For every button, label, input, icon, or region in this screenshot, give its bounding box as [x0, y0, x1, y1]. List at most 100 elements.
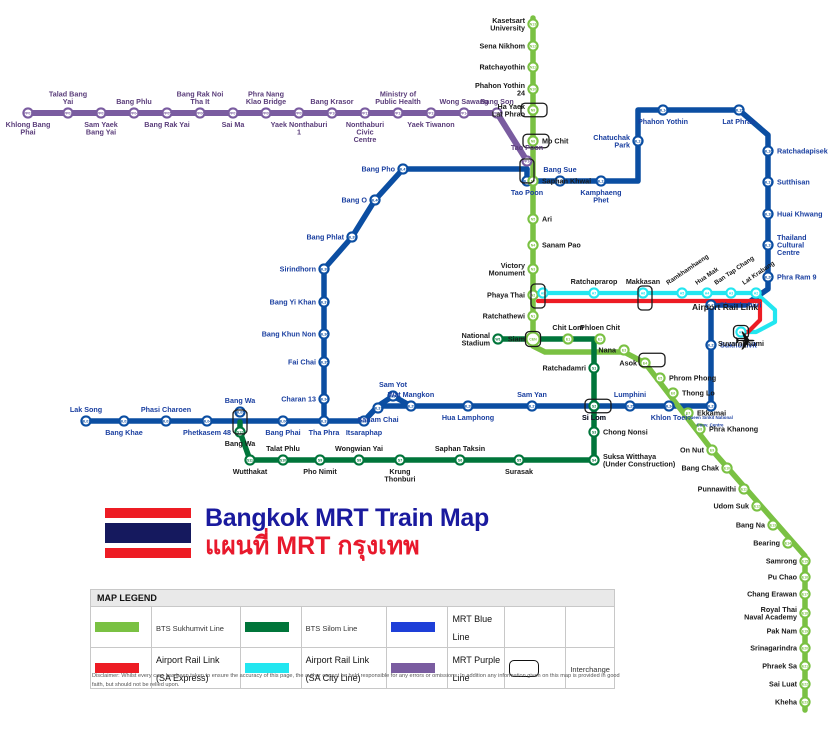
- station-dot[interactable]: [594, 333, 606, 345]
- station-dot[interactable]: [799, 660, 811, 672]
- station-dot[interactable]: [527, 61, 539, 73]
- station-dot[interactable]: [425, 107, 437, 119]
- station-dot[interactable]: [632, 135, 644, 147]
- interchange-box[interactable]: [520, 102, 548, 118]
- station-dot[interactable]: [346, 231, 358, 243]
- station-dot[interactable]: [799, 555, 811, 567]
- station-dot[interactable]: [118, 415, 130, 427]
- station-dot[interactable]: [701, 287, 713, 299]
- station-dot[interactable]: [799, 678, 811, 690]
- station-dot[interactable]: [161, 107, 173, 119]
- station-dot[interactable]: [527, 104, 539, 116]
- station-dot[interactable]: [318, 328, 330, 340]
- station-dot[interactable]: [682, 407, 694, 419]
- station-dot[interactable]: [767, 519, 779, 531]
- station-dot[interactable]: [244, 454, 256, 466]
- interchange-box[interactable]: [522, 133, 550, 149]
- station-dot[interactable]: [624, 400, 636, 412]
- station-dot[interactable]: [639, 357, 651, 369]
- station-dot[interactable]: [353, 454, 365, 466]
- station-dot[interactable]: [491, 107, 503, 119]
- station-dot[interactable]: [799, 571, 811, 583]
- station-dot[interactable]: [799, 607, 811, 619]
- station-dot[interactable]: [735, 326, 747, 338]
- station-dot[interactable]: [588, 287, 600, 299]
- station-dot[interactable]: [62, 107, 74, 119]
- station-dot[interactable]: [513, 454, 525, 466]
- station-dot[interactable]: [554, 175, 566, 187]
- station-dot[interactable]: [705, 299, 717, 311]
- station-dot[interactable]: [526, 400, 538, 412]
- station-dot[interactable]: [527, 239, 539, 251]
- station-dot[interactable]: [318, 356, 330, 368]
- station-dot[interactable]: [405, 400, 417, 412]
- station-dot[interactable]: [293, 107, 305, 119]
- station-dot[interactable]: [372, 402, 384, 414]
- station-dot[interactable]: [738, 483, 750, 495]
- station-dot[interactable]: [588, 362, 600, 374]
- interchange-box[interactable]: [732, 324, 750, 340]
- station-dot[interactable]: [394, 454, 406, 466]
- station-dot[interactable]: [260, 107, 272, 119]
- station-dot[interactable]: [527, 40, 539, 52]
- station-dot[interactable]: [705, 400, 717, 412]
- station-dot[interactable]: [527, 18, 539, 30]
- station-dot[interactable]: [80, 415, 92, 427]
- station-dot[interactable]: [527, 135, 539, 147]
- station-dot[interactable]: [277, 415, 289, 427]
- station-dot[interactable]: [562, 333, 574, 345]
- station-dot[interactable]: [676, 287, 688, 299]
- station-dot[interactable]: [492, 333, 504, 345]
- station-dot[interactable]: [751, 500, 763, 512]
- station-dot[interactable]: [525, 331, 541, 347]
- station-dot[interactable]: [762, 176, 774, 188]
- interchange-box[interactable]: [524, 330, 542, 348]
- station-dot[interactable]: [733, 104, 745, 116]
- station-dot[interactable]: [277, 454, 289, 466]
- station-dot[interactable]: [721, 462, 733, 474]
- station-dot[interactable]: [318, 415, 330, 427]
- station-dot[interactable]: [392, 107, 404, 119]
- station-dot[interactable]: [462, 400, 474, 412]
- station-dot[interactable]: [706, 444, 718, 456]
- station-dot[interactable]: [799, 696, 811, 708]
- interchange-box[interactable]: [530, 283, 546, 309]
- station-dot[interactable]: [799, 625, 811, 637]
- station-dot[interactable]: [762, 239, 774, 251]
- station-dot[interactable]: [657, 104, 669, 116]
- station-dot[interactable]: [454, 454, 466, 466]
- station-dot[interactable]: [369, 194, 381, 206]
- station-dot[interactable]: [458, 107, 470, 119]
- station-dot[interactable]: [527, 213, 539, 225]
- interchange-box[interactable]: [519, 158, 535, 184]
- station-dot[interactable]: [359, 107, 371, 119]
- interchange-box[interactable]: [637, 285, 653, 311]
- station-dot[interactable]: [201, 415, 213, 427]
- station-dot[interactable]: [588, 400, 600, 412]
- station-dot[interactable]: [762, 208, 774, 220]
- station-dot[interactable]: [318, 393, 330, 405]
- interchange-box[interactable]: [638, 352, 666, 368]
- station-dot[interactable]: [705, 339, 717, 351]
- station-dot[interactable]: [782, 537, 794, 549]
- station-dot[interactable]: [397, 163, 409, 175]
- station-dot[interactable]: [314, 454, 326, 466]
- interchange-box[interactable]: [584, 398, 612, 414]
- interchange-box[interactable]: [232, 409, 248, 435]
- station-dot[interactable]: [527, 263, 539, 275]
- station-dot[interactable]: [762, 145, 774, 157]
- station-dot[interactable]: [227, 107, 239, 119]
- station-dot[interactable]: [22, 107, 34, 119]
- station-dot[interactable]: [694, 423, 706, 435]
- station-dot[interactable]: [725, 287, 737, 299]
- station-dot[interactable]: [358, 415, 370, 427]
- station-dot[interactable]: [387, 390, 399, 402]
- station-dot[interactable]: [588, 454, 600, 466]
- station-dot[interactable]: [95, 107, 107, 119]
- station-dot[interactable]: [799, 588, 811, 600]
- station-dot[interactable]: [588, 426, 600, 438]
- station-dot[interactable]: [618, 344, 630, 356]
- station-dot[interactable]: [318, 296, 330, 308]
- station-dot[interactable]: [595, 175, 607, 187]
- station-dot[interactable]: [750, 287, 762, 299]
